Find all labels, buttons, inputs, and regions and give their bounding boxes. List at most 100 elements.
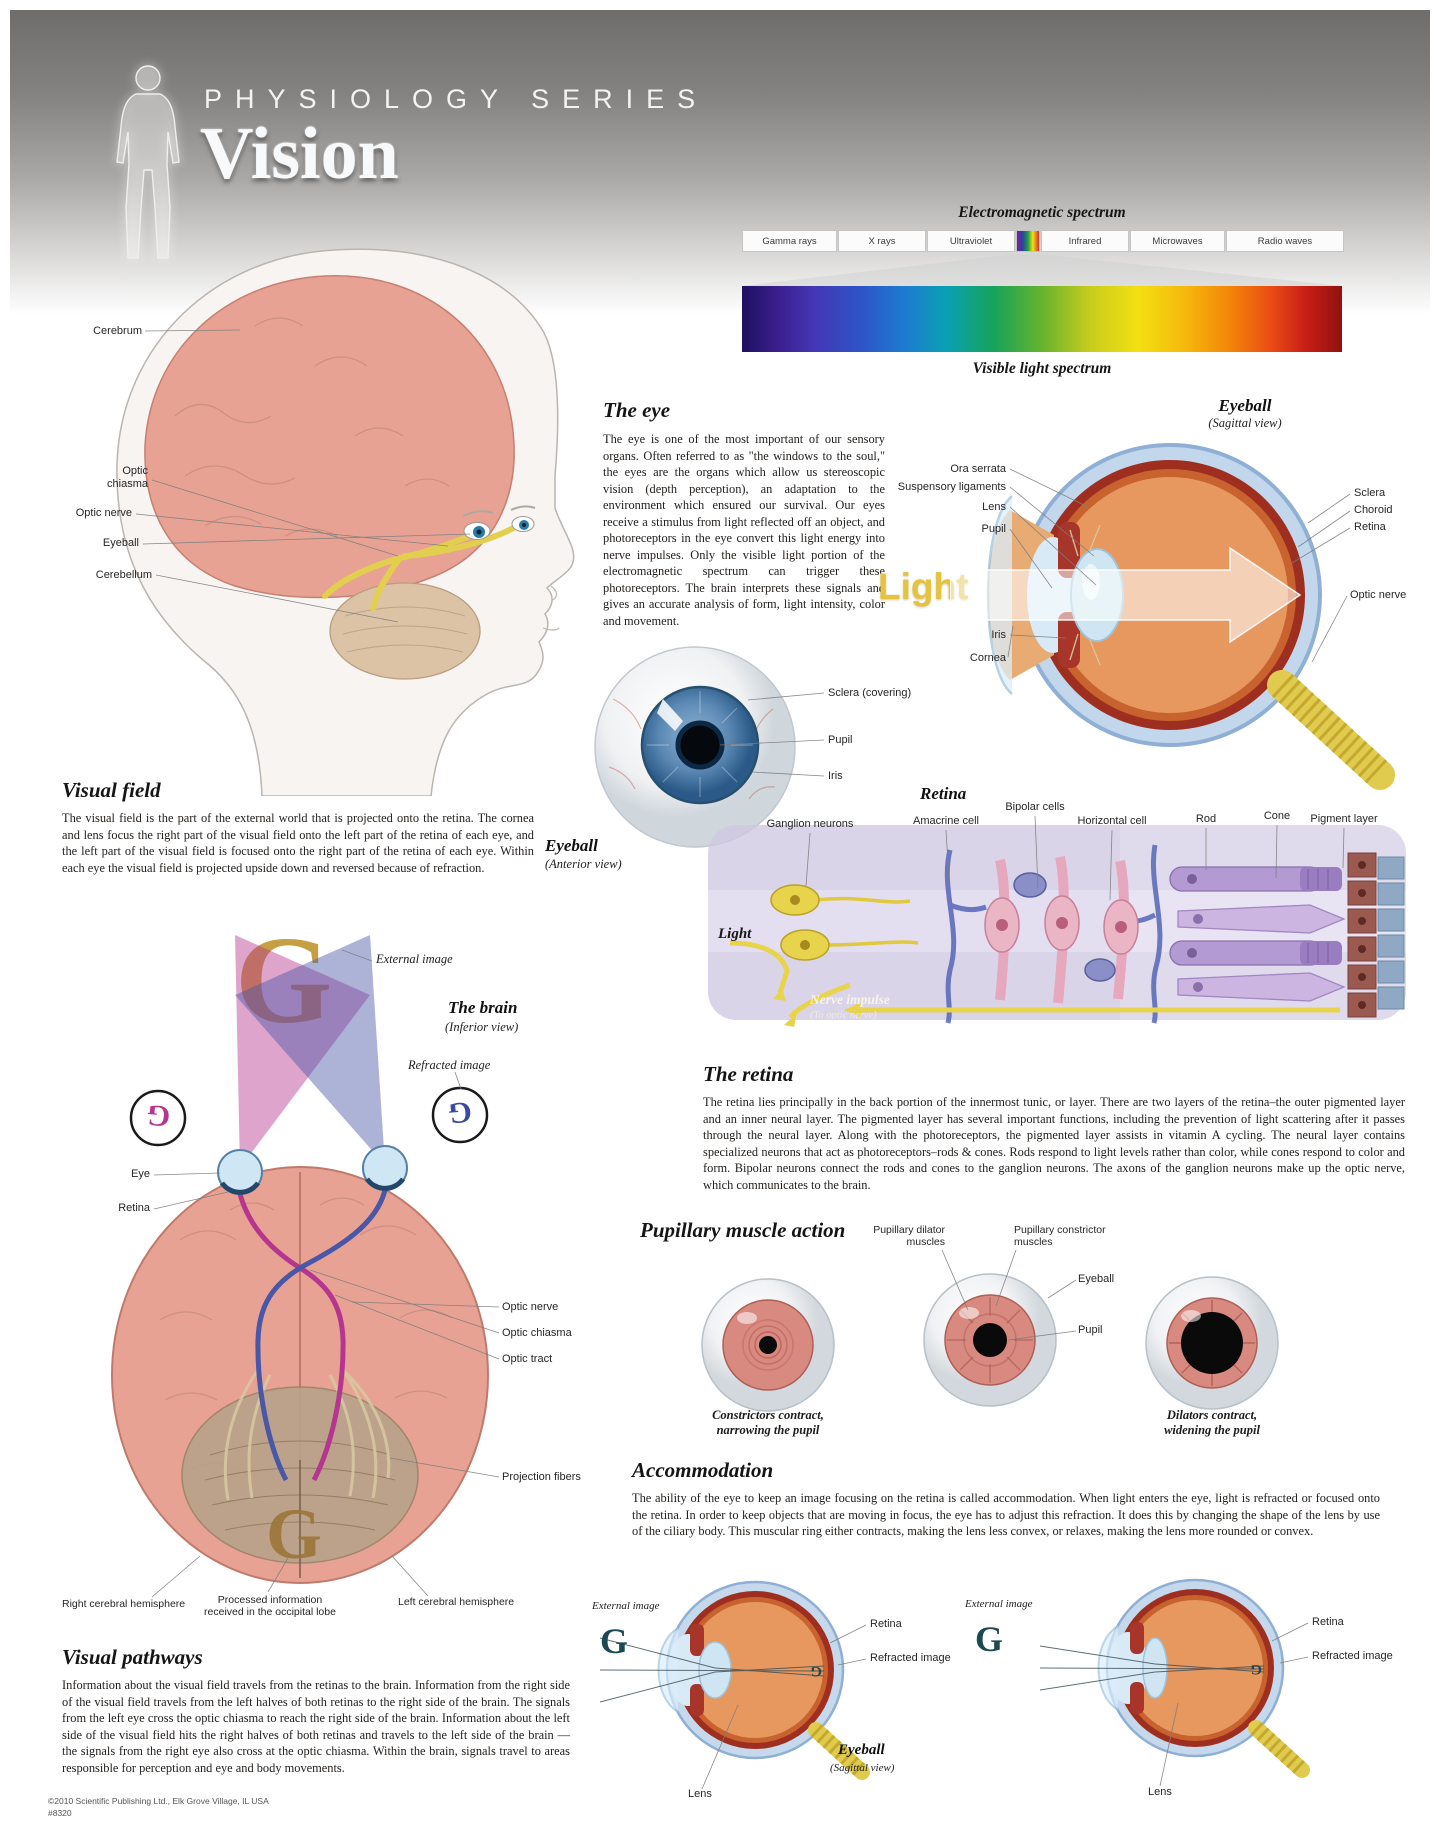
the-retina-body: The retina lies principally in the back …	[703, 1095, 1405, 1192]
band-gamma: Gamma rays	[742, 230, 837, 252]
external-g-far: G	[975, 1619, 1004, 1659]
acc-eyeball-subtitle: (Sagittal view)	[830, 1762, 895, 1774]
item-number: #8320	[48, 1807, 72, 1818]
label-optic-chiasma: Optic chiasma	[107, 465, 148, 490]
visual-field-body: The visual field is the part of the exte…	[62, 811, 534, 875]
eyes	[462, 505, 536, 540]
section-visual-field: Visual field The visual field is the par…	[62, 778, 534, 876]
label-dilator-muscles: Pupillary dilator muscles	[873, 1224, 945, 1249]
label-cone: Cone	[1263, 810, 1291, 822]
visual-pathways-title: Visual pathways	[62, 1645, 203, 1669]
band-radio: Radio waves	[1226, 230, 1344, 252]
label-optic-nerve-head: Optic nerve	[75, 507, 132, 519]
band-visible-rainbow	[1016, 230, 1040, 252]
section-the-eye: The eye The eye is one of the most impor…	[603, 398, 885, 629]
eye-dilated	[1145, 1276, 1279, 1410]
inset-left-g-glyph: G	[145, 1098, 171, 1133]
inset-right-g-glyph: G	[447, 1095, 473, 1130]
sagittal-title: Eyeball	[1218, 396, 1272, 415]
visible-spectrum-gradient	[742, 286, 1342, 352]
section-the-retina: The retina The retina lies principally i…	[703, 1062, 1405, 1193]
label-suspensory-ligaments: Suspensory ligaments	[897, 481, 1006, 493]
label-retina-acc-far: Retina	[1312, 1616, 1344, 1628]
label-retina-acc-near: Retina	[870, 1618, 902, 1630]
copyright-text: ©2010 Scientific Publishing Ltd., Elk Gr…	[48, 1796, 269, 1806]
visual-pathways-body: Information about the visual field trave…	[62, 1678, 570, 1775]
section-visual-pathways: Visual pathways Information about the vi…	[62, 1645, 570, 1776]
label-lens-sagittal: Lens	[982, 501, 1006, 513]
label-pigment-layer: Pigment layer	[1310, 813, 1378, 825]
label-ganglion-neurons: Ganglion neurons	[766, 818, 854, 830]
brain-inferior-title: The brain	[448, 998, 518, 1017]
label-pupil-anterior: Pupil	[828, 734, 853, 746]
em-spectrum-title: Electromagnetic spectrum	[958, 204, 1126, 221]
label-refracted-acc-near: Refracted image	[870, 1652, 951, 1664]
label-projection-fibers: Projection fibers	[502, 1471, 581, 1483]
accommodation-eye-far: G	[1039, 1578, 1310, 1778]
light-label-retina: Light	[718, 926, 752, 942]
refracted-g-glyph-far: G	[1250, 1661, 1262, 1677]
label-optic-chiasma-pathway: Optic chiasma	[502, 1327, 572, 1339]
brain-inferior-subtitle: (Inferior view)	[445, 1020, 519, 1034]
head-brain-illustration	[116, 248, 575, 796]
footer: ©2010 Scientific Publishing Ltd., Elk Gr…	[48, 1796, 269, 1820]
label-pupil-sagittal: Pupil	[981, 523, 1006, 535]
series-title: PHYSIOLOGY SERIES	[204, 84, 709, 114]
label-constrictor-muscles: Pupillary constrictor muscles	[1014, 1224, 1106, 1249]
label-optic-nerve-sagittal: Optic nerve	[1350, 589, 1407, 601]
label-external-image-near: External image	[592, 1600, 660, 1612]
label-refracted-image-pathway: Refracted image	[408, 1058, 491, 1072]
accommodation-body: The ability of the eye to keep an image …	[632, 1491, 1380, 1538]
retina-cells-illustration	[708, 825, 1406, 1027]
label-eyeball-pupillary: Eyeball	[1078, 1273, 1115, 1285]
nerve-impulse-label: Nerve impulse	[810, 992, 890, 1007]
the-retina-title: The retina	[703, 1062, 794, 1086]
band-microwaves: Microwaves	[1130, 230, 1225, 252]
eye-constricted	[701, 1278, 835, 1412]
anterior-title: Eyeball	[545, 836, 598, 855]
eyeball-sagittal-illustration	[950, 443, 1395, 790]
label-ora-serrata: Ora serrata	[950, 463, 1006, 475]
label-rod: Rod	[1195, 813, 1217, 825]
label-horizontal-cell: Horizontal cell	[1077, 815, 1147, 827]
label-eye-pathway: Eye	[131, 1168, 150, 1180]
label-optic-nerve-pathway: Optic nerve	[502, 1301, 559, 1313]
label-optic-tract: Optic tract	[502, 1353, 553, 1365]
label-eyeball-head: Eyeball	[102, 537, 139, 549]
sagittal-subtitle: (Sagittal view)	[1208, 416, 1282, 430]
spectrum-expansion-shape	[742, 254, 1342, 286]
label-iris-anterior: Iris	[828, 770, 843, 782]
label-cornea: Cornea	[969, 652, 1006, 664]
human-body-icon	[116, 65, 180, 259]
label-retina-pathway: Retina	[118, 1202, 150, 1214]
external-g-near: G	[600, 1621, 629, 1661]
label-sclera: Sclera	[1354, 487, 1386, 499]
label-lens-acc-far: Lens	[1148, 1786, 1172, 1798]
label-sclera-covering: Sclera (covering)	[828, 687, 912, 699]
nerve-impulse-sublabel: (To optic nerve)	[810, 1010, 877, 1021]
retina-diagram-title: Retina	[920, 784, 967, 803]
visual-field-title: Visual field	[62, 778, 161, 802]
caption-dilators: Dilators contract, widening the pupil	[1164, 1408, 1260, 1437]
label-external-image-pathway: External image	[376, 952, 453, 966]
eyeball-anterior-illustration	[594, 646, 796, 848]
band-ultraviolet: Ultraviolet	[927, 230, 1015, 252]
label-left-hemisphere: Left cerebral hemisphere	[398, 1596, 515, 1608]
anterior-subtitle: (Anterior view)	[545, 857, 622, 871]
label-lens-acc-near: Lens	[688, 1788, 712, 1800]
the-eye-body: The eye is one of the most important of …	[603, 432, 885, 628]
label-cerebrum: Cerebrum	[93, 325, 142, 337]
label-amacrine-cell: Amacrine cell	[912, 815, 980, 827]
visible-spectrum-label: Visible light spectrum	[972, 360, 1112, 377]
label-external-image-far: External image	[965, 1598, 1033, 1610]
pupillary-title: Pupillary muscle action	[640, 1218, 846, 1242]
label-right-hemisphere: Right cerebral hemisphere	[62, 1598, 186, 1610]
label-pupil-pupillary: Pupil	[1078, 1324, 1103, 1336]
page-title: Vision	[200, 113, 399, 195]
acc-eyeball-title: Eyeball	[838, 1742, 885, 1758]
label-choroid: Choroid	[1354, 504, 1393, 516]
label-iris-sagittal: Iris	[991, 629, 1006, 641]
refracted-g-glyph-near: G	[810, 1663, 822, 1679]
em-spectrum-bands: Gamma rays X rays Ultraviolet Infrared M…	[742, 230, 1344, 252]
